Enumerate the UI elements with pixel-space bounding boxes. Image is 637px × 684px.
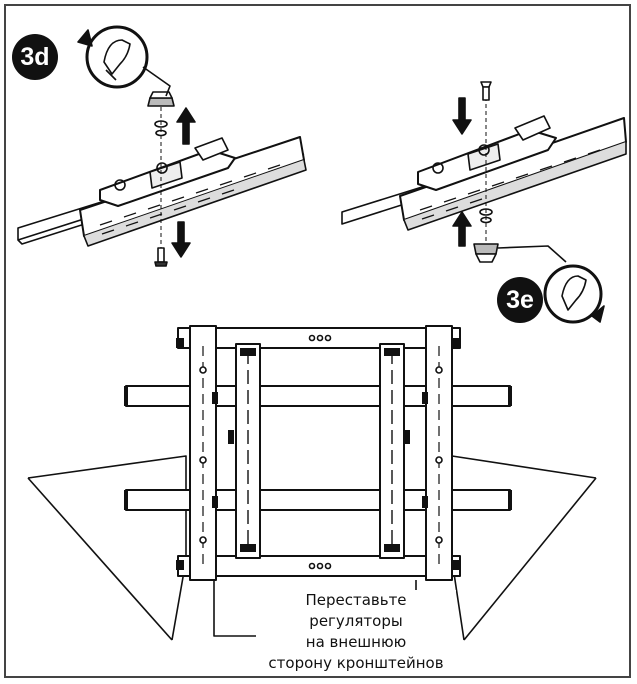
- caption-line-2: регуляторы: [256, 611, 456, 632]
- knob-icon: [473, 243, 499, 255]
- caption-line-3: на внешнюю: [256, 632, 456, 653]
- bolt-icon: [157, 247, 165, 263]
- instruction-caption: Переставьте регуляторы на внешнюю сторон…: [256, 590, 456, 674]
- caption-line-4: сторону кронштейнов: [256, 653, 456, 674]
- step-3d-illustration: [17, 25, 307, 267]
- hand-rotate-icon: [85, 25, 149, 89]
- caption-line-1: Переставьте: [256, 590, 456, 611]
- arrow-down-icon: [171, 221, 191, 258]
- arrow-up-icon: [176, 107, 196, 145]
- step-3d-badge: 3d: [12, 34, 58, 80]
- washer-icon: [154, 120, 168, 128]
- step-3e-illustration: [341, 81, 627, 324]
- step-3e-badge: 3e: [497, 277, 543, 323]
- mount-front-view: [27, 325, 597, 641]
